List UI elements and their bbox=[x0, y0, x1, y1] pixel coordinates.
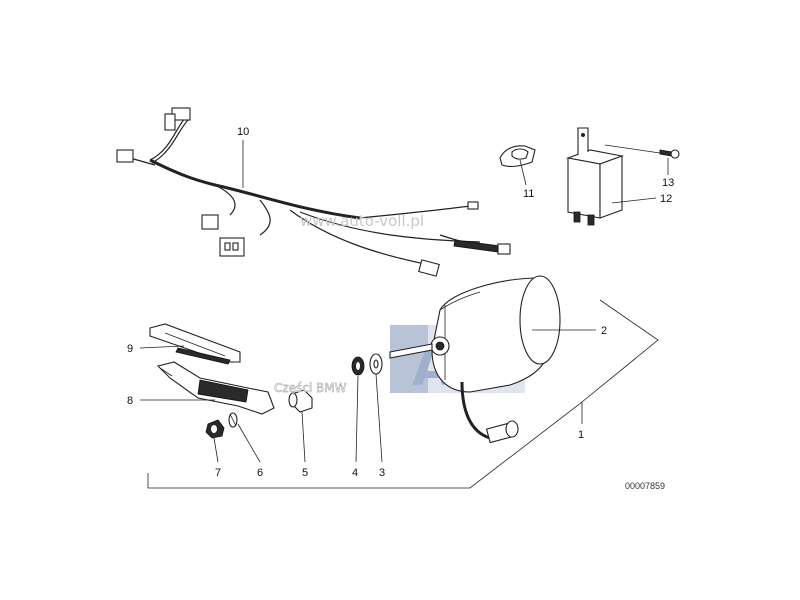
callout-11: 11 bbox=[523, 188, 534, 200]
wiring-harness bbox=[116, 107, 511, 277]
diagram-reference-number: 00007859 bbox=[625, 481, 665, 491]
callout-9: 9 bbox=[127, 343, 133, 355]
callout-3: 3 bbox=[379, 467, 385, 479]
clip bbox=[499, 145, 536, 167]
callout-1: 1 bbox=[578, 429, 584, 441]
connector-plug bbox=[164, 113, 176, 131]
washer bbox=[369, 353, 383, 375]
nut bbox=[351, 356, 365, 376]
cap-nut bbox=[205, 419, 225, 439]
callout-8: 8 bbox=[127, 395, 133, 407]
motor bbox=[389, 275, 561, 444]
callout-7: 7 bbox=[215, 467, 221, 479]
bushing bbox=[288, 389, 313, 413]
callout-10: 10 bbox=[237, 126, 249, 138]
connector-plug bbox=[219, 237, 245, 257]
watermark-url: www.auto-voll.pl bbox=[300, 212, 424, 230]
wiper-arm bbox=[156, 361, 275, 415]
callout-12: 12 bbox=[660, 193, 672, 205]
connector-plug bbox=[116, 149, 134, 163]
connector-plug bbox=[418, 259, 440, 277]
callout-4: 4 bbox=[352, 467, 358, 479]
connector-plug bbox=[497, 243, 511, 255]
callout-5: 5 bbox=[302, 467, 308, 479]
spring-washer bbox=[228, 412, 238, 428]
watermark-caption: Części BMW bbox=[274, 381, 347, 395]
wiper-blade-rubber bbox=[149, 323, 241, 365]
connector-plug bbox=[201, 214, 219, 230]
callout-13: 13 bbox=[662, 177, 674, 189]
relay bbox=[565, 127, 625, 226]
screw bbox=[659, 149, 680, 159]
callout-6: 6 bbox=[257, 467, 263, 479]
leader-lines bbox=[139, 140, 669, 489]
connector-plug bbox=[467, 201, 479, 210]
callout-2: 2 bbox=[601, 325, 607, 337]
